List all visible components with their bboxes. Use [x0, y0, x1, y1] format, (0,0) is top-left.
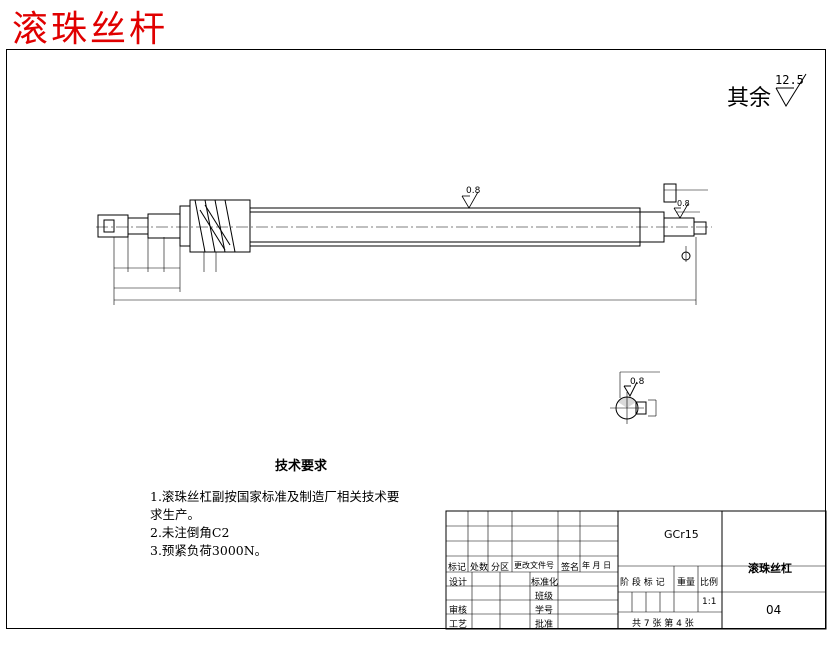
- header-zone: 分区: [491, 563, 510, 573]
- requirement-item: 1.滚珠丝杠副按国家标准及制造厂相关技术要求生产。: [150, 489, 400, 522]
- header-signature: 签名: [561, 563, 580, 573]
- label-standardization: 标准化: [531, 578, 559, 588]
- roughness-symbol-icon: [775, 73, 807, 107]
- label-class: 班级: [535, 592, 554, 602]
- surface-finish-main: 0.8: [466, 186, 481, 196]
- page-title: 滚珠丝杆: [12, 9, 169, 50]
- roughness-label: 其余: [727, 86, 772, 111]
- requirements-list: 1.滚珠丝杠副按国家标准及制造厂相关技术要求生产。 2.未注倒角C2 3.预紧负…: [150, 488, 410, 560]
- requirements-title: 技术要求: [275, 459, 328, 474]
- requirement-item: 3.预紧负荷3000N。: [150, 543, 268, 558]
- scale-value: 1:1: [702, 597, 717, 607]
- part-name: 滚珠丝杠: [748, 562, 792, 575]
- header-change-doc: 更改文件号: [514, 561, 554, 570]
- drawing-frame: [6, 49, 826, 629]
- surface-finish-right: 0.8: [677, 199, 690, 208]
- label-weight: 重量: [677, 578, 696, 588]
- drawing-number: 04: [766, 603, 782, 617]
- label-process: 工艺: [449, 620, 468, 630]
- header-date: 年 月 日: [582, 561, 612, 570]
- header-count: 处数: [470, 563, 489, 573]
- material: GCr15: [664, 528, 699, 541]
- label-student-no: 学号: [535, 606, 554, 616]
- label-approve: 批准: [535, 620, 554, 630]
- requirement-item: 2.未注倒角C2: [150, 525, 230, 540]
- label-review: 审核: [449, 606, 468, 616]
- header-mark: 标记: [448, 563, 467, 573]
- label-design: 设计: [449, 578, 468, 588]
- roughness-value: 12.5: [775, 73, 804, 87]
- label-gradation: 阶 段 标 记: [620, 578, 665, 588]
- label-scale: 比例: [700, 578, 719, 588]
- surface-finish-section: 0.8: [630, 377, 645, 387]
- sheet-count: 共 7 张 第 4 张: [632, 619, 694, 629]
